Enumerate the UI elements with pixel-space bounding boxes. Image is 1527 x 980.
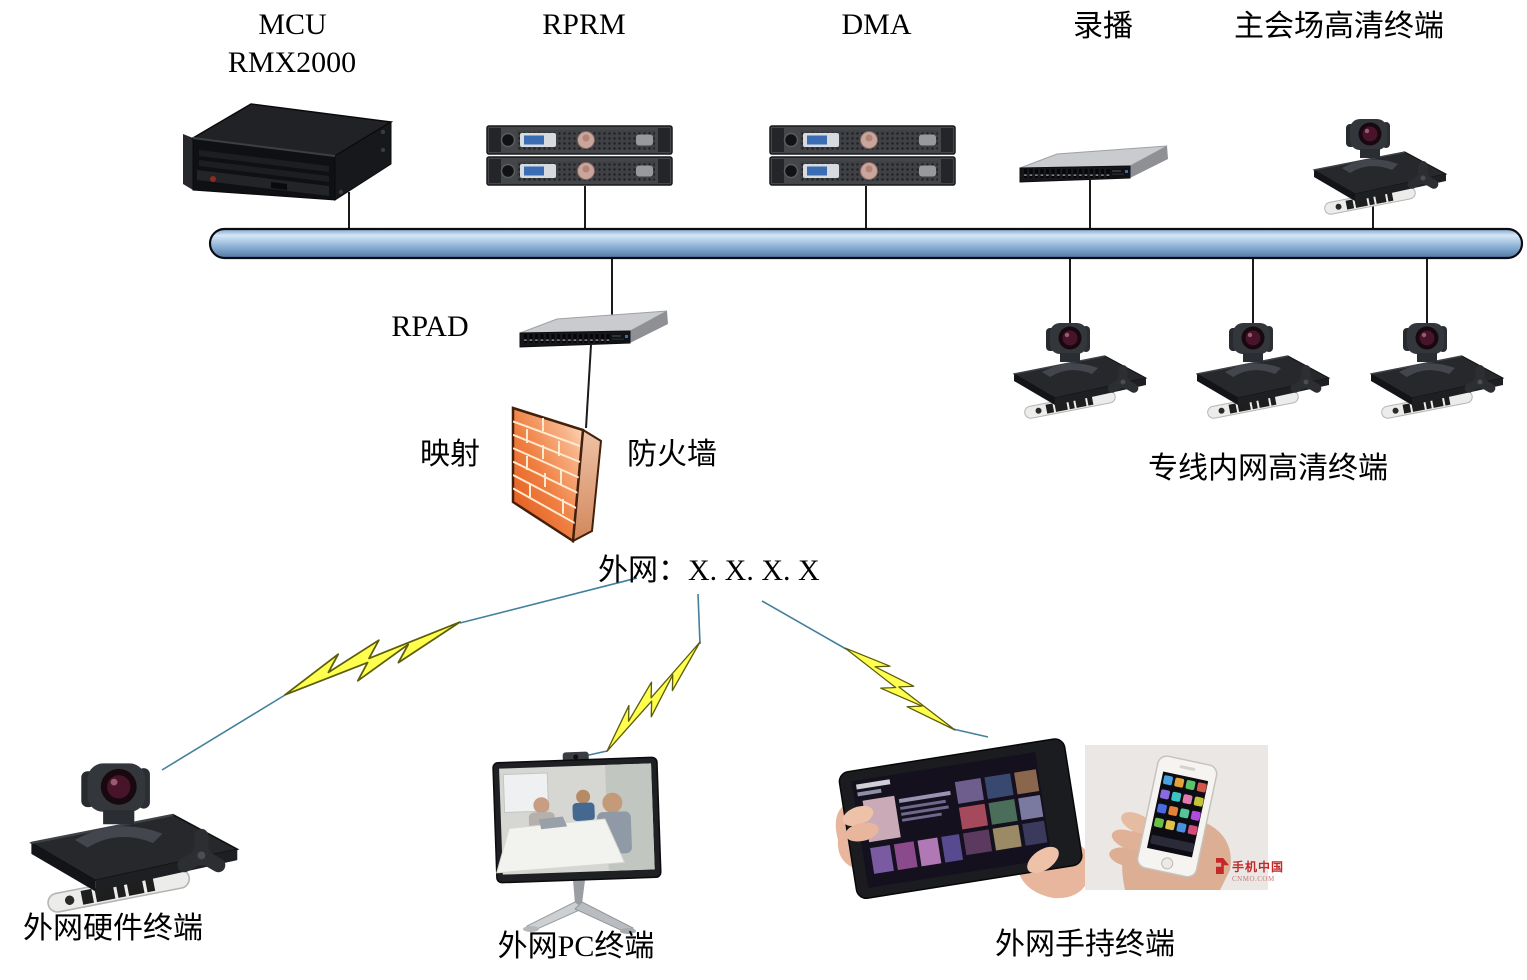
photo-watermark: 手机中国 CNMO.COM bbox=[1216, 858, 1284, 883]
link-handheld-lower bbox=[952, 728, 989, 738]
link-pc-upper bbox=[697, 593, 701, 645]
lightning-bolt-middle bbox=[581, 641, 726, 752]
dma-label: DMA bbox=[841, 8, 912, 41]
link-hw-upper bbox=[459, 577, 638, 624]
lightning-bolt-left bbox=[284, 621, 461, 696]
watermark-logo-icon bbox=[1216, 858, 1229, 874]
dedicated-terminal-3 bbox=[1370, 322, 1504, 421]
mcu-label: MCU bbox=[258, 8, 327, 41]
dedicated-terminal-1 bbox=[1013, 322, 1147, 421]
dedicated-terminal-2 bbox=[1196, 322, 1330, 421]
mcu-model-label: RMX2000 bbox=[227, 46, 357, 79]
recording-server bbox=[1019, 145, 1169, 183]
rprm-servers bbox=[487, 126, 672, 185]
external-pc-terminal-label: 外网PC终端 bbox=[497, 930, 655, 963]
dedicated-terminals-label: 专线内网高清终端 bbox=[1148, 452, 1388, 485]
main-venue-terminal bbox=[1313, 118, 1447, 217]
network-bus bbox=[208, 227, 1524, 260]
connector-rpad-firewall bbox=[585, 344, 592, 429]
external-pc-terminal-graphic bbox=[492, 751, 662, 934]
external-links bbox=[161, 577, 989, 771]
bus-connectors-top bbox=[348, 180, 1374, 230]
mcu-server bbox=[183, 103, 394, 201]
lightning-bolt-right bbox=[844, 620, 956, 758]
link-handheld-upper bbox=[761, 600, 847, 650]
firewall-graphic bbox=[511, 406, 603, 544]
link-hw-lower bbox=[161, 694, 286, 771]
external-hw-terminal-graphic bbox=[30, 762, 239, 915]
bus-connectors-bottom bbox=[585, 256, 1428, 429]
external-network-label: 外网：X. X. X. X bbox=[598, 554, 820, 587]
main-venue-label: 主会场高清终端 bbox=[1234, 10, 1444, 43]
watermark-brand: 手机中国 bbox=[1232, 860, 1285, 874]
watermark-site: CNMO.COM bbox=[1232, 875, 1275, 883]
tablet-graphic bbox=[835, 738, 1092, 899]
mapping-label: 映射 bbox=[420, 438, 480, 471]
rprm-label: RPRM bbox=[542, 8, 626, 41]
dma-servers bbox=[770, 126, 955, 185]
rpad-label: RPAD bbox=[391, 310, 469, 343]
rpad-server bbox=[519, 310, 669, 348]
external-handheld-label: 外网手持终端 bbox=[995, 928, 1175, 961]
external-hw-terminal-label: 外网硬件终端 bbox=[23, 912, 203, 945]
firewall-label: 防火墙 bbox=[627, 438, 717, 471]
brick-pattern bbox=[513, 418, 581, 527]
phone-graphic bbox=[1085, 745, 1268, 890]
recording-label: 录播 bbox=[1073, 10, 1133, 43]
